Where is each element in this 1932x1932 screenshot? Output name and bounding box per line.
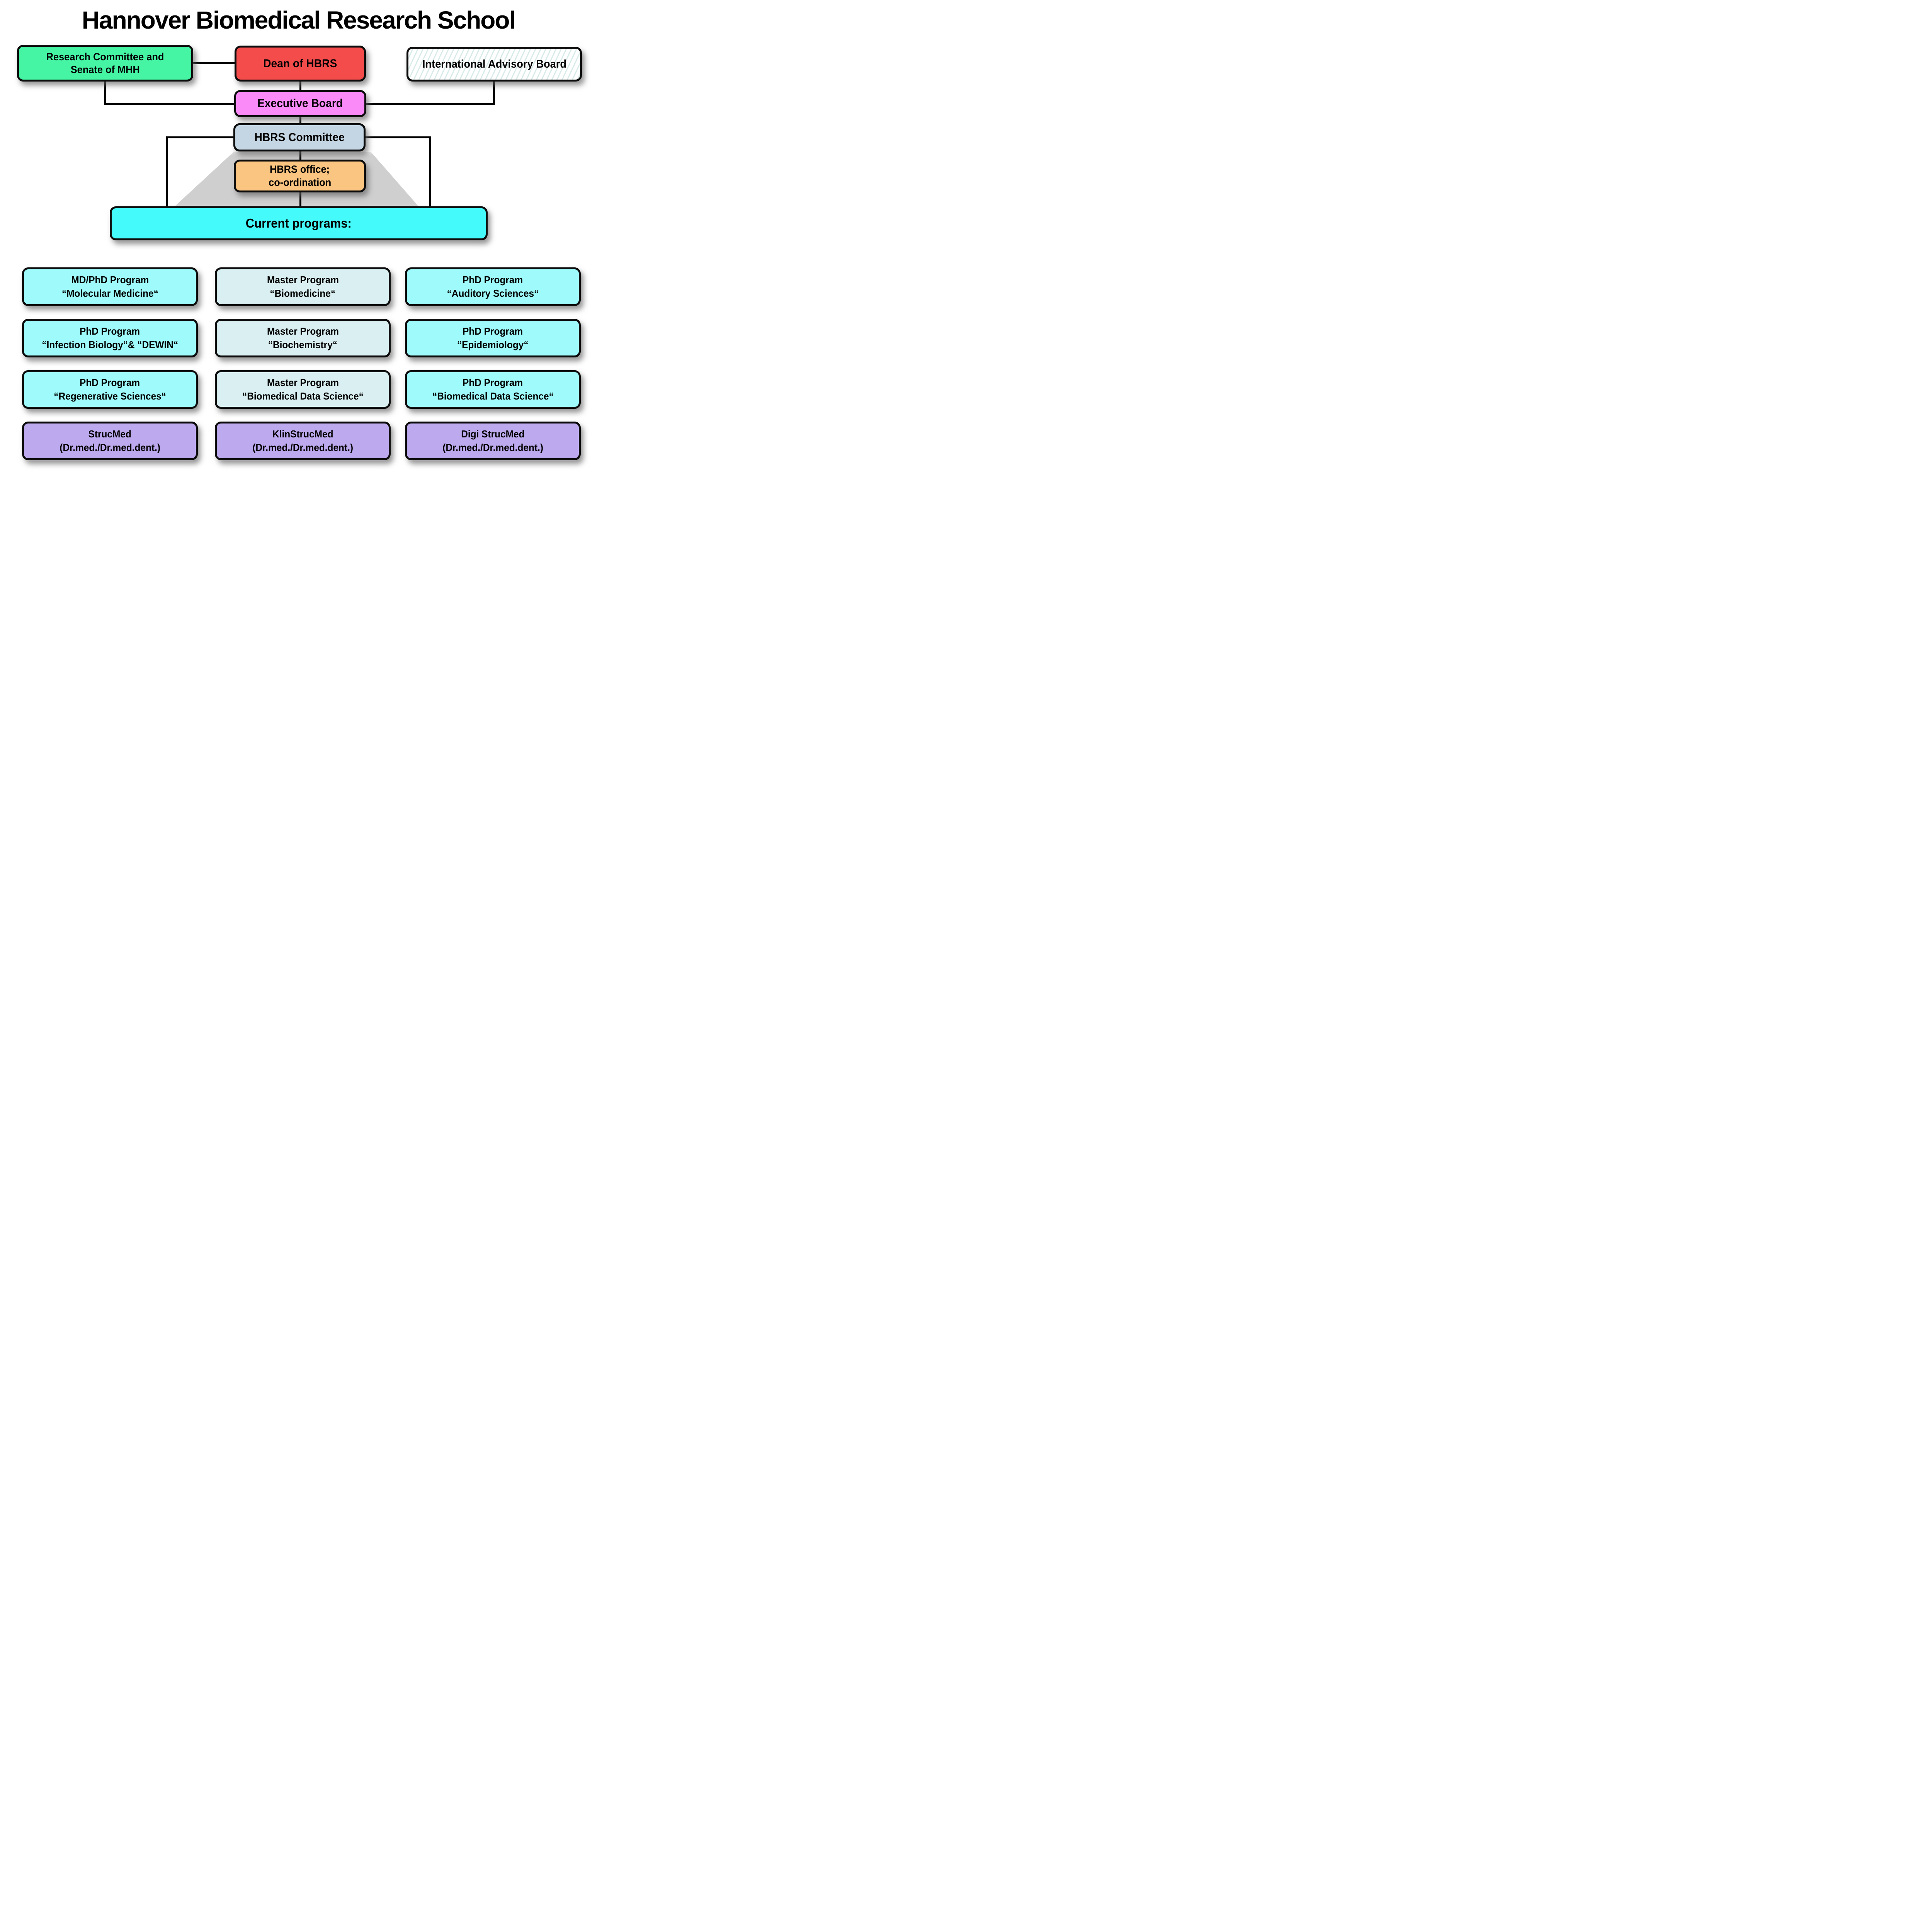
program-subtitle: (Dr.med./Dr.med.dent.) bbox=[60, 441, 160, 453]
node-executive-board-label: Executive Board bbox=[257, 97, 343, 110]
connector-committee-left bbox=[166, 136, 234, 138]
program-subtitle: “Regenerative Sciences“ bbox=[54, 390, 166, 402]
program-master-biomedicine: Master Program “Biomedicine“ bbox=[215, 267, 391, 306]
connector-left-down-to-current bbox=[166, 136, 168, 207]
program-subtitle: “Biomedical Data Science“ bbox=[432, 390, 554, 402]
program-subtitle: “Biomedicine“ bbox=[270, 287, 336, 299]
program-title: StrucMed bbox=[88, 428, 132, 440]
program-strucmed: StrucMed (Dr.med./Dr.med.dent.) bbox=[22, 422, 198, 460]
connector-right-down-to-current bbox=[429, 136, 431, 207]
program-title: MD/PhD Program bbox=[71, 274, 149, 286]
connector-exec-to-committee bbox=[299, 116, 301, 124]
program-master-biomedical-data-science: Master Program “Biomedical Data Science“ bbox=[215, 370, 391, 409]
node-research-committee-line2: Senate of MHH bbox=[70, 63, 140, 75]
connector-green-to-dean bbox=[192, 62, 235, 64]
connector-green-to-exec bbox=[104, 103, 235, 105]
node-hbrs-committee-label: HBRS Committee bbox=[254, 131, 345, 144]
program-phd-regenerative-sciences: PhD Program “Regenerative Sciences“ bbox=[22, 370, 198, 409]
connector-iab-to-exec bbox=[366, 103, 495, 105]
node-executive-board: Executive Board bbox=[234, 90, 366, 117]
program-subtitle: “Molecular Medicine“ bbox=[61, 287, 158, 299]
connector-green-down bbox=[104, 81, 106, 105]
program-subtitle: (Dr.med./Dr.med.dent.) bbox=[442, 441, 543, 453]
program-title: PhD Program bbox=[463, 376, 523, 388]
program-title: PhD Program bbox=[80, 325, 140, 337]
program-title: PhD Program bbox=[463, 325, 523, 337]
node-hbrs-office: HBRS office; co-ordination bbox=[234, 160, 366, 192]
program-subtitle: “Biochemistry“ bbox=[268, 338, 338, 350]
program-subtitle: “Epidemiology“ bbox=[457, 338, 529, 350]
node-hbrs-committee: HBRS Committee bbox=[233, 123, 366, 151]
program-title: Master Program bbox=[267, 376, 339, 388]
program-title: Master Program bbox=[267, 325, 339, 337]
connector-committee-to-office bbox=[299, 151, 301, 161]
node-hbrs-office-line1: HBRS office; bbox=[270, 163, 330, 175]
connector-iab-down bbox=[493, 81, 495, 105]
program-subtitle: “Biomedical Data Science“ bbox=[242, 390, 364, 402]
program-phd-epidemiology: PhD Program “Epidemiology“ bbox=[405, 319, 581, 357]
program-phd-auditory-sciences: PhD Program “Auditory Sciences“ bbox=[405, 267, 581, 306]
node-current-programs: Current programs: bbox=[110, 206, 488, 240]
connector-dean-to-exec bbox=[299, 81, 301, 91]
program-subtitle: (Dr.med./Dr.med.dent.) bbox=[252, 441, 353, 453]
node-current-programs-label: Current programs: bbox=[245, 216, 352, 230]
node-research-committee-line1: Research Committee and bbox=[46, 51, 164, 63]
program-master-biochemistry: Master Program “Biochemistry“ bbox=[215, 319, 391, 357]
node-international-advisory-board: International Advisory Board bbox=[406, 47, 582, 82]
program-klinstrucmed: KlinStrucMed (Dr.med./Dr.med.dent.) bbox=[215, 422, 391, 460]
program-subtitle: “Infection Biology“& “DEWIN“ bbox=[41, 338, 178, 350]
program-phd-infection-biology-dewin: PhD Program “Infection Biology“& “DEWIN“ bbox=[22, 319, 198, 357]
node-dean: Dean of HBRS bbox=[235, 46, 366, 82]
program-title: PhD Program bbox=[463, 274, 523, 286]
program-title: PhD Program bbox=[80, 376, 140, 388]
program-phd-biomedical-data-science: PhD Program “Biomedical Data Science“ bbox=[405, 370, 581, 409]
program-md-phd-molecular-medicine: MD/PhD Program “Molecular Medicine“ bbox=[22, 267, 198, 306]
node-research-committee: Research Committee and Senate of MHH bbox=[17, 45, 193, 82]
connector-office-to-current bbox=[299, 192, 301, 207]
program-title: Digi StrucMed bbox=[461, 428, 525, 440]
page-title: Hannover Biomedical Research School bbox=[82, 6, 516, 34]
program-subtitle: “Auditory Sciences“ bbox=[447, 287, 539, 299]
program-digi-strucmed: Digi StrucMed (Dr.med./Dr.med.dent.) bbox=[405, 422, 581, 460]
node-international-advisory-board-label: International Advisory Board bbox=[422, 58, 566, 70]
connector-committee-right bbox=[365, 136, 431, 138]
program-title: KlinStrucMed bbox=[272, 428, 333, 440]
node-dean-label: Dean of HBRS bbox=[263, 57, 337, 70]
program-title: Master Program bbox=[267, 274, 339, 286]
node-hbrs-office-line2: co-ordination bbox=[268, 176, 332, 188]
